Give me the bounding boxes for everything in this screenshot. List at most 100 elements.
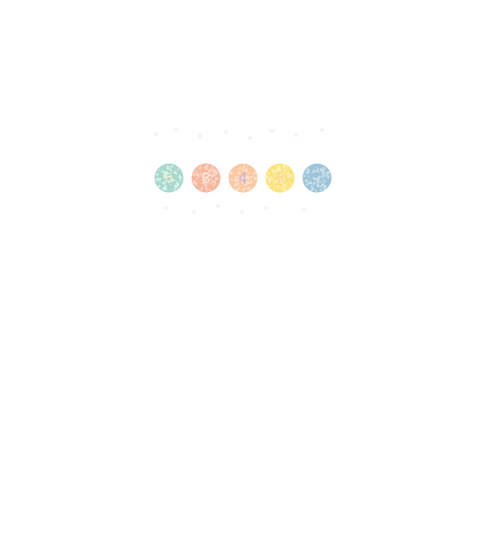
tile-dot [277,184,280,188]
tile-dot [282,183,286,187]
tile-dot [213,169,217,173]
tile-dot [246,177,250,181]
tile-dot [196,183,198,185]
tile-dot [179,180,182,182]
tile-dot [205,177,209,180]
tile-dot [319,181,322,183]
tile-dot [254,176,257,180]
tile-dot [242,165,245,168]
tile-dot [327,176,330,179]
tile-dot [271,178,273,181]
dot-pattern: 6 [154,163,184,193]
captcha-tile-2[interactable]: 8 [191,163,221,193]
tile-dot [200,174,202,176]
tile-dot [314,169,316,171]
tile-dot [157,185,161,188]
tile-dot [267,178,271,182]
tile-dot [319,188,322,191]
tile-dot [242,181,244,183]
tile-dot [276,189,278,191]
tile-dot [169,174,173,178]
tile-dot [229,178,232,181]
tile-dot [159,181,161,183]
tile-dot [177,181,179,183]
tile-dot [312,170,315,173]
tile-dot [323,167,326,170]
tile-dot [200,189,202,191]
tile-dot [169,169,172,172]
dot-pattern: 8 [191,163,221,193]
tile-dot [175,186,178,189]
tile-dot [209,182,211,185]
tile-dot [289,183,292,186]
tile-dot [287,169,290,171]
tile-dot [286,182,288,185]
captcha-tile-5[interactable] [302,163,332,193]
tile-dot [234,183,237,186]
captcha-tile-1[interactable]: 6 [154,163,184,193]
tile-dot [169,167,172,170]
tile-dot [241,178,243,180]
tile-dot [215,177,219,181]
tile-dot [162,175,164,177]
tile-dot [234,176,237,179]
tile-dot [168,172,170,174]
tile-dot [316,170,319,173]
tile-dot [308,175,310,177]
tile-dot [195,185,197,187]
tile-dot [269,184,272,188]
tile-digit: 8 [202,171,211,187]
tile-dot [248,186,250,189]
tile-dot [175,182,178,185]
tile-dot [286,186,288,188]
tile-dot [160,170,163,173]
tile-dot [315,177,319,181]
tile-dot [321,183,325,187]
tile-dot [173,184,176,187]
tile-dot [307,181,311,185]
tile-dot [166,188,168,190]
tile-dot [209,189,212,192]
tile-dot [163,175,165,177]
tile-dot [158,169,160,171]
tile-dot [177,168,180,171]
tile-dot [322,176,325,179]
tile-dot [180,176,183,179]
tile-dot [245,176,247,178]
tile-dot [214,179,216,182]
tile-dot [305,171,308,174]
tile-dot [277,166,279,169]
tile-dot [325,174,328,177]
tile-dot [273,174,276,177]
tile-dot [287,185,290,188]
tile-dot [238,167,241,170]
tile-dot [283,172,285,175]
tile-dot [238,178,242,182]
tile-dot [202,181,205,185]
tile-dot [172,179,175,181]
captcha-tile-3[interactable]: 4 [228,163,258,193]
tile-dot [201,176,204,179]
tile-dot [206,165,209,168]
captcha-tile-4[interactable]: 3 [265,163,295,193]
tile-dot [211,180,214,183]
tile-dot [167,180,170,182]
tile-dot [283,164,286,168]
tile-dot [165,171,169,175]
tile-dot [233,179,237,182]
tile-digit: 3 [276,171,285,187]
tile-dot [161,182,163,184]
tile-dot [286,171,290,176]
tile-dot [275,169,279,173]
tile-dot [313,177,316,180]
tile-dot [321,170,325,174]
dot-pattern [302,163,332,193]
tile-dot [237,182,240,185]
tile-dot [282,177,286,181]
tile-dot [197,177,199,179]
tile-dot [307,169,310,172]
tile-dot [250,180,253,182]
tile-dot [199,172,202,175]
tile-dot [210,174,214,178]
tile-dot [286,175,289,177]
